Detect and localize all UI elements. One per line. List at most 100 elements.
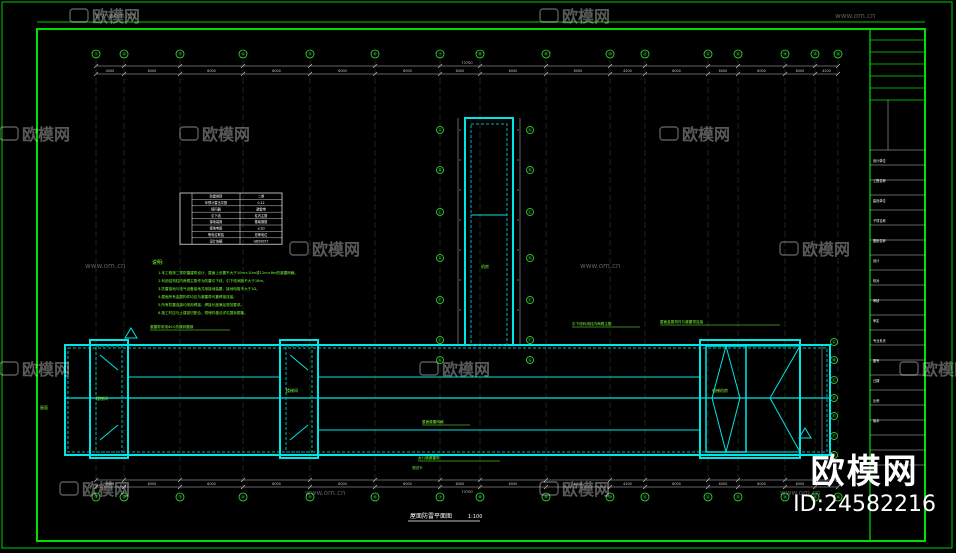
watermark-text: 欧模网 (562, 480, 610, 499)
grid-axis-label: ④ (241, 495, 245, 501)
notes-heading: 说明: (152, 259, 164, 266)
watermark-text: 欧模网 (22, 360, 70, 379)
dimension-label-bottom: 4200 (822, 482, 831, 486)
title-block-label: 设计单位 (873, 158, 887, 163)
row-axis-label-right: Ⓕ (528, 337, 532, 343)
grid-axis-label: ⑮ (813, 494, 818, 501)
grid-axis-bubble (305, 492, 315, 502)
watermark: 欧模网 (899, 360, 956, 379)
brand-name: 欧模网 (810, 452, 919, 492)
grid-axis-bubble (435, 49, 445, 59)
row-axis-bubble-left (436, 296, 444, 304)
grid-axis-bubble (175, 49, 185, 59)
dimension-label-top: 6000 (574, 69, 583, 73)
dimension-label-top: 6000 (272, 69, 281, 73)
row-axis-label-right: Ⓒ (528, 209, 532, 215)
row-axis-label-right: Ⓓ (528, 255, 532, 261)
watermark: 欧模网 (779, 240, 850, 259)
row-axis-bubble-left (436, 336, 444, 344)
spec-table-key: 接地电阻 (210, 226, 224, 231)
grid-axis-bubble (305, 49, 315, 59)
grid-axis-label: ⑦ (438, 52, 442, 58)
grid-axis-label: ⑭ (783, 494, 788, 501)
grid-axis-label: ⑨ (544, 495, 548, 501)
watermark-text: 欧模网 (442, 360, 490, 379)
watermark-text: 欧模网 (562, 7, 610, 26)
grid-axis-bubble (833, 492, 843, 502)
overall-dimension-top: 73700 (461, 61, 473, 65)
grid-axis-bubble (733, 49, 743, 59)
spec-table-value: ≤1Ω (257, 227, 265, 231)
grid-axis-bubble (238, 492, 248, 502)
drawing-frame-inner (36, 28, 926, 542)
room-box-3-roof-hip (746, 345, 801, 453)
grid-axis-bubble (703, 49, 713, 59)
spec-table-value: 基础钢筋 (255, 219, 268, 224)
room-box-3-diamond (711, 344, 741, 454)
watermark: 欧模网 (539, 480, 610, 499)
grid-axis-label: ⑭ (783, 51, 788, 58)
side-label: 屋面 (40, 404, 48, 410)
row-axis-label-east: Ⓕ (832, 433, 836, 439)
right-triangle-mark (798, 427, 812, 439)
dimension-label-bottom: 6000 (574, 482, 583, 486)
watermark: 欧模网 (419, 360, 490, 379)
watermark: 欧模网 (659, 125, 730, 144)
watermark-text: 欧模网 (802, 240, 850, 259)
watermark: 欧模网 (59, 480, 130, 499)
row-axis-bubble-right (526, 254, 534, 262)
dimension-label-top: 6000 (672, 69, 681, 73)
row-axis-bubble-left (436, 208, 444, 216)
grid-axis-label: ⑩ (608, 52, 612, 58)
grid-axis-bubble (175, 492, 185, 502)
roof-outline (64, 344, 831, 456)
note-line-3: 3.防雷接地与电气设备接地共用接地装置，接地电阻不大于1Ω。 (158, 286, 260, 291)
annotation-2: 引下线利用柱内两根主筋 (572, 321, 612, 326)
note-line-4: 4.屋面所有金属构件均应与避雷带可靠焊接连接。 (158, 294, 237, 299)
overall-dimension-bottom: 73700 (461, 490, 473, 494)
spec-table-value: 柱内主筋 (255, 213, 268, 218)
watermark-logo-icon (659, 126, 679, 141)
row-axis-label-east: Ⓖ (832, 452, 836, 458)
grid-axis-bubble (475, 492, 485, 502)
grid-axis-bubble (640, 49, 650, 59)
row-axis-label-left: Ⓑ (438, 167, 442, 173)
note-line-2: 2.利用结构柱内两根主筋作为防雷引下线，引下线间距不大于18m。 (158, 278, 267, 283)
grid-axis-label: ③ (178, 495, 182, 501)
title-block-label: 版本 (873, 418, 880, 423)
title-block-label: 审核 (873, 298, 880, 303)
annotation-3: 屋面避雷网格 (422, 419, 444, 424)
row-axis-bubble-right (526, 296, 534, 304)
row-axis-label-east: Ⓑ (832, 357, 836, 363)
grid-axis-bubble (833, 49, 843, 59)
grid-axis-bubble (810, 492, 820, 502)
watermark: 欧模网 (0, 360, 70, 379)
room-label-4: 电梯机房 (712, 387, 728, 393)
grid-axis-label: ⑯ (836, 494, 841, 501)
grid-axis-label: ⑪ (643, 51, 648, 58)
spec-table-value: 避雷带 (256, 206, 266, 211)
grid-axis-bubble (733, 492, 743, 502)
grid-axis-label: ⑬ (736, 51, 741, 58)
grid-axis-label: ④ (241, 52, 245, 58)
watermark-logo-icon (539, 481, 559, 496)
brand-id: ID:24582216 (793, 492, 936, 517)
drawing-scale: 1:100 (468, 514, 482, 520)
row-axis-label-left: Ⓒ (438, 209, 442, 215)
dimension-label-top: 6000 (148, 69, 157, 73)
watermark-text: 欧模网 (82, 480, 130, 499)
spec-table-key: 设计依据 (210, 238, 224, 243)
grid-axis-label: ⑮ (813, 51, 818, 58)
grid-axis-label: ⑧ (478, 495, 482, 501)
dimension-label-bottom: 6000 (338, 482, 347, 486)
row-axis-label-right: Ⓑ (528, 167, 532, 173)
grid-axis-bubble (703, 492, 713, 502)
row-axis-bubble-right (526, 356, 534, 364)
tower-outline (464, 117, 514, 346)
watermark-logo-icon (0, 361, 19, 376)
title-block-label: 子项名称 (873, 218, 887, 223)
dimension-label-bottom: 6000 (403, 482, 412, 486)
row-axis-label-right: Ⓔ (528, 297, 532, 303)
